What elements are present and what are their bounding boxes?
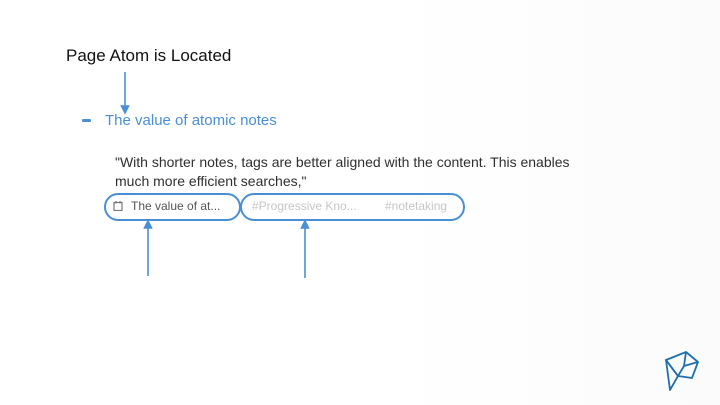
brand-logo-icon — [665, 351, 699, 391]
annotation-page-atom-located: Page Atom is Located — [66, 46, 232, 65]
source-tag-highlight — [104, 193, 241, 221]
quote-text: "With shorter notes, tags are better ali… — [115, 154, 570, 189]
source-tag-label: The value of at... — [131, 199, 221, 213]
page-atom-link[interactable]: The value of atomic notes — [105, 112, 277, 129]
further-tags-highlight — [240, 193, 465, 221]
tag-progressive-knowledge[interactable]: #Progressive Kno... — [252, 199, 357, 213]
bullet-dash-icon — [82, 119, 91, 122]
tag-notetaking[interactable]: #notetaking — [385, 199, 448, 213]
